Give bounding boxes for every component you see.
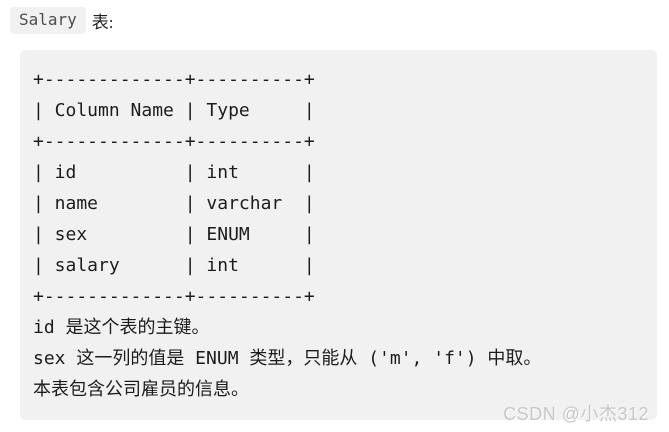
- ascii-table-row-name: | name | varchar |: [33, 193, 315, 214]
- intro-line: Salary 表:: [10, 6, 114, 34]
- note-description: 本表包含公司雇员的信息。: [33, 379, 249, 400]
- ascii-table-line: +-------------+----------+: [33, 286, 315, 307]
- intro-text: 表:: [91, 12, 114, 32]
- code-block: +-------------+----------+ | Column Name…: [20, 50, 657, 420]
- inline-code-salary: Salary: [10, 6, 86, 34]
- ascii-table-row-id: | id | int |: [33, 162, 315, 183]
- ascii-table-row-salary: | salary | int |: [33, 255, 315, 276]
- ascii-table-line: +-------------+----------+: [33, 131, 315, 152]
- watermark: CSDN @小杰312: [503, 404, 649, 424]
- note-primary-key: id 是这个表的主键。: [33, 317, 210, 338]
- ascii-table-line: +-------------+----------+: [33, 69, 315, 90]
- ascii-table-row-sex: | sex | ENUM |: [33, 224, 315, 245]
- ascii-table-header-line: | Column Name | Type |: [33, 100, 315, 121]
- note-enum: sex 这一列的值是 ENUM 类型，只能从 ('m', 'f') 中取。: [33, 348, 542, 369]
